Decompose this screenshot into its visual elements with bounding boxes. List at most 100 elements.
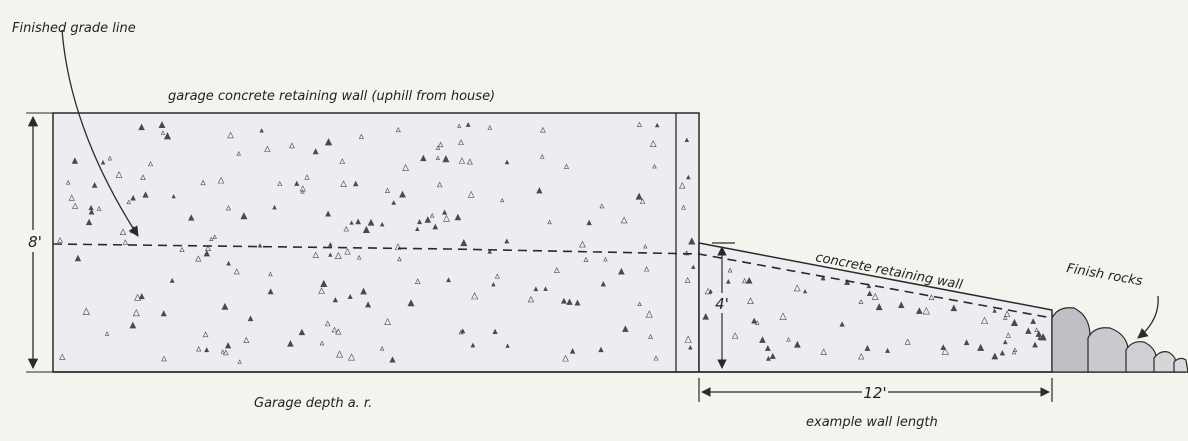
aggregate-speckle [336,350,344,358]
aggregate-speckle [259,128,264,133]
aggregate-speckle [161,355,167,362]
aggregate-speckle [324,320,331,327]
aggregate-speckle [163,132,172,140]
aggregate-speckle [460,239,468,247]
aggregate-speckle [569,348,576,354]
aggregate-speckle [691,264,696,269]
aggregate-speckle [71,157,79,164]
garage-depth-label: Garage depth a. r. [254,396,372,411]
aggregate-speckle [179,246,185,252]
aggregate-speckle [645,310,653,318]
aggregate-speckle [504,238,510,244]
aggregate-speckle [769,352,776,359]
aggregate-speckle [356,255,362,260]
aggregate-speckle [922,307,930,315]
aggregate-speckle [491,282,496,287]
aggregate-speckle [340,180,347,187]
aggregate-speckle [765,355,771,361]
aggregate-speckle [277,180,283,186]
aggregate-speckle [533,286,539,292]
aggregate-speckle [636,121,643,127]
aggregate-speckle [65,179,71,185]
aggregate-speckle [599,203,605,209]
aggregate-speckle [202,331,209,338]
aggregate-speckle [820,348,827,355]
aggregate-speckle [332,297,338,303]
aggregate-speckle [980,316,989,324]
aggregate-speckle [1012,347,1018,353]
aggregate-speckle [414,278,421,284]
aggregate-speckle [471,292,479,300]
aggregate-speckle [221,302,229,310]
aggregate-speckle [904,338,911,345]
aggregate-speckle [543,286,548,291]
length-12-label: 12' [863,384,886,402]
aggregate-speckle [158,121,166,128]
aggregate-speckle [741,277,748,284]
aggregate-speckle [196,346,202,352]
aggregate-speckle [649,140,657,147]
aggregate-speckle [702,312,710,320]
aggregate-speckle [107,155,113,161]
aggregate-speckle [257,243,263,248]
aggregate-speckle [344,248,351,255]
aggregate-speckle [384,318,392,325]
aggregate-speckle [362,225,370,233]
aggregate-speckle [539,153,545,159]
aggregate-speckle [871,292,879,300]
aggregate-speckle [195,255,202,262]
aggregate-speckle [875,303,883,311]
garage-wall-label: garage concrete retaining wall (uphill f… [168,89,495,104]
aggregate-speckle [188,214,195,221]
aggregate-speckle [325,210,332,217]
aggregate-speckle [820,275,826,281]
aggregate-speckle [355,218,361,225]
aggregate-speckle [349,220,354,225]
aggregate-speckle [467,190,475,198]
aggregate-speckle [708,289,714,294]
aggregate-speckle [643,266,650,272]
aggregate-speckle [347,293,353,299]
aggregate-speckle [429,213,435,218]
aggregate-speckle [397,256,402,262]
aggregate-speckle [458,157,466,164]
aggregate-speckle [1032,341,1038,348]
label-bg [862,382,888,402]
aggregate-speckle [492,328,498,335]
aggregate-speckle [648,334,654,339]
finish-rocks-leader-arrow [1137,295,1159,339]
aggregate-speckle [652,163,657,169]
aggregate-speckle [130,194,136,201]
aggregate-speckle [1035,330,1043,337]
aggregate-speckle [454,213,462,221]
aggregate-speckle [203,250,210,257]
aggregate-speckle [100,160,106,165]
aggregate-speckle [1034,327,1039,332]
aggregate-speckle [268,271,273,277]
aggregate-speckle [941,347,949,355]
aggregate-speckle [389,356,396,363]
aggregate-speckle [200,179,206,186]
finished-grade-leader-arrow [61,29,139,237]
aggregate-speckle [553,267,560,273]
aggregate-speckle [684,137,690,143]
aggregate-speckle [88,204,94,211]
aggregate-speckle [142,191,149,198]
aggregate-speckle [793,284,801,292]
aggregate-speckle [417,219,423,225]
aggregate-speckle [603,256,608,262]
aggregate-speckle [379,346,385,351]
aggregate-speckle [442,209,448,215]
aggregate-speckle [367,218,375,226]
aggregate-speckle [74,254,82,262]
aggregate-speckle [1011,349,1017,355]
aggregate-speckle [138,123,145,131]
aggregate-speckle [243,336,250,343]
aggregate-speckle [618,267,625,275]
aggregate-speckle [977,343,985,351]
aggregate-speckle [779,312,787,320]
aggregate-speckle [420,154,427,162]
aggregate-speckle [1003,310,1011,317]
aggregate-speckle [583,256,589,262]
